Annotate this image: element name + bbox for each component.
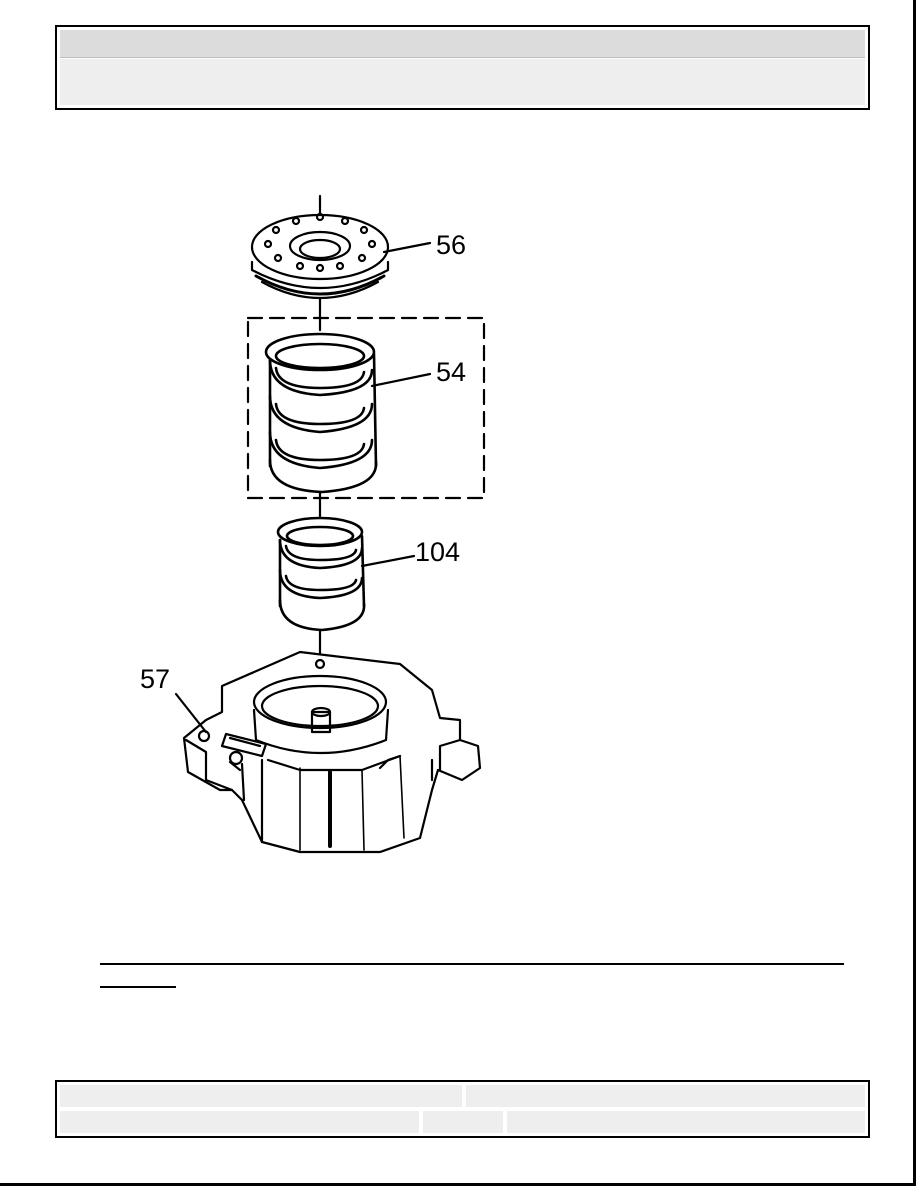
housing-57 [182,650,482,854]
leader-line-56 [382,241,432,254]
page-footer [55,1080,870,1138]
piston-56 [250,212,390,300]
callout-56: 56 [436,230,466,260]
footer-cell-3 [60,1111,419,1133]
spring-104 [276,516,366,632]
link-underline[interactable] [100,986,176,988]
leader-line-57 [174,692,208,734]
callout-57: 57 [140,664,170,694]
footer-cell-5 [507,1111,865,1133]
header-title-bar [60,30,865,58]
footer-cell-2 [466,1085,865,1107]
leader-line-54 [370,372,432,388]
separator-rule [100,963,844,965]
dashed-group-box [246,316,486,500]
header-subtitle-bar [60,59,865,105]
leader-line-104 [360,554,416,568]
spring-54 [264,332,378,494]
footer-cell-4 [423,1111,503,1133]
callout-54: 54 [436,357,466,387]
callout-104: 104 [415,537,460,567]
footer-cell-1 [60,1085,462,1107]
page-header [55,25,870,110]
